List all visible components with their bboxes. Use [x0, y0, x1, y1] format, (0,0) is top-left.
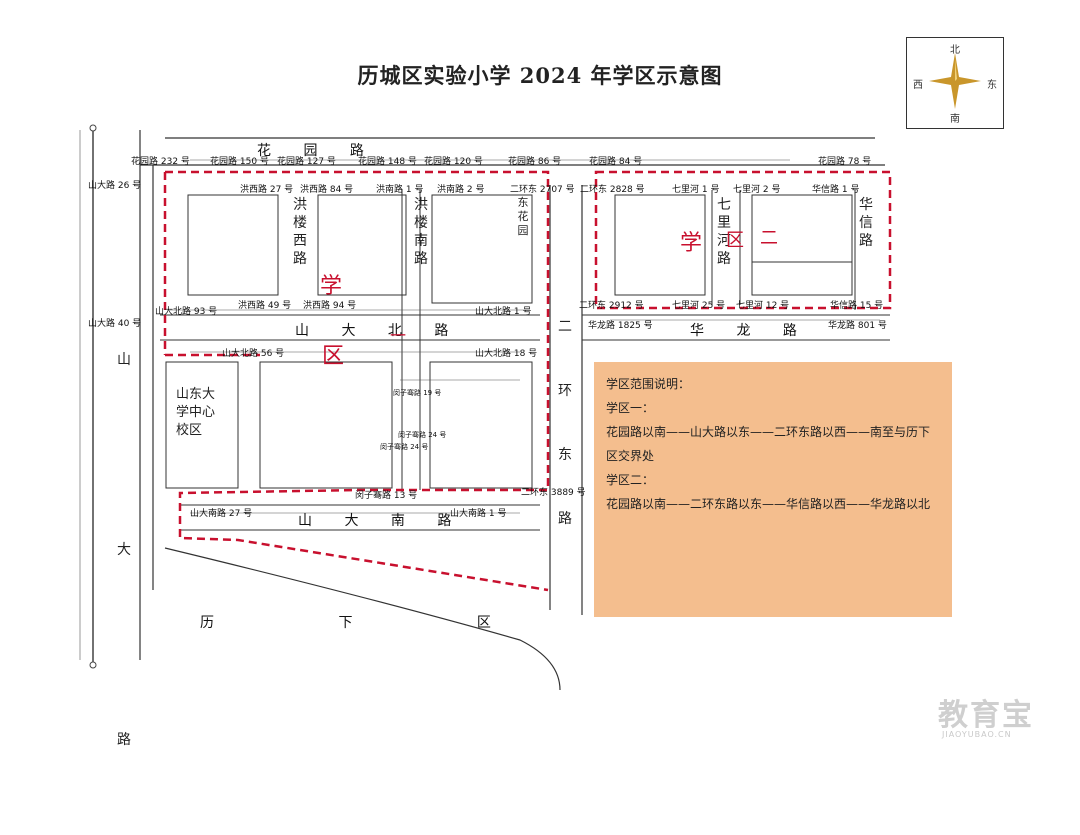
- zone2-xue-label: 学: [680, 231, 703, 256]
- road-number: 七里河 1 号: [672, 185, 720, 195]
- road-number: 山大路 26 号: [88, 181, 142, 191]
- compass-east: 东: [987, 80, 997, 91]
- road-number: 山大路 40 号: [88, 319, 142, 329]
- road-number: 华龙路 801 号: [828, 321, 887, 331]
- road-number: 二环东 2912 号: [579, 301, 644, 311]
- road-number: 花园路 120 号: [424, 157, 483, 167]
- road-number: 闵子骞路 24 号: [398, 431, 447, 439]
- road-number: 二环东 2707 号: [510, 185, 575, 195]
- donghuayuan-label: 东花园: [517, 196, 529, 237]
- zone2-er-label: 二: [760, 228, 778, 249]
- road-number: 花园路 86 号: [508, 157, 562, 167]
- road-number: 花园路 150 号: [210, 157, 269, 167]
- road-number: 闵子骞路 19 号: [393, 389, 442, 397]
- road-number: 洪西路 27 号: [240, 185, 294, 195]
- road-number: 花园路 148 号: [358, 157, 417, 167]
- compass-south: 南: [950, 114, 960, 125]
- shanda-north-road-label: 山 大 北 路: [295, 323, 463, 339]
- road-number: 山大南路 1 号: [450, 509, 507, 519]
- zone2-label: 学区二：: [606, 473, 655, 487]
- compass: 北 南 西 东: [906, 37, 1004, 129]
- zone1-yi-label: 一: [390, 326, 407, 345]
- road-number: 洪南路 1 号: [376, 185, 424, 195]
- zone1-xue-label: 学: [320, 274, 343, 299]
- road-number: 山大北路 56 号: [222, 349, 285, 359]
- road-number: 山大北路 1 号: [475, 307, 532, 317]
- road-number: 山大北路 93 号: [155, 307, 218, 317]
- page-title: 历城区实验小学 2024 年学区示意图: [357, 63, 723, 88]
- compass-north: 北: [950, 45, 960, 56]
- qilihe-road-label: 七里河路: [717, 197, 731, 267]
- lixia-district-label: 历 下 区: [200, 615, 551, 631]
- road-number: 七里河 2 号: [733, 185, 781, 195]
- road-number: 七里河 25 号: [672, 301, 726, 311]
- zone1-qu-label: 区: [322, 344, 345, 369]
- compass-star-icon: [929, 53, 981, 109]
- road-number: 闵子骞路 24 号: [380, 443, 429, 451]
- info-heading: 学区范围说明：: [606, 377, 691, 391]
- school-zone-description: 学区范围说明： 学区一： 花园路以南——山大路以东——二环东路以西——南至与历下…: [594, 362, 952, 617]
- zone2-qu-label: 区: [726, 230, 744, 251]
- road-number: 华信路 15 号: [830, 301, 884, 311]
- road-number: 二环东 3889 号: [521, 488, 586, 498]
- road-number: 二环东 2828 号: [580, 185, 645, 195]
- zone2-description: 花园路以南——二环东路以东——华信路以西——华龙路以北: [606, 497, 931, 511]
- zone1-label: 学区一：: [606, 401, 655, 415]
- road-number: 洪西路 94 号: [303, 301, 357, 311]
- shanda-south-road-label: 山 大 南 路: [298, 513, 466, 529]
- road-number: 花园路 127 号: [277, 157, 336, 167]
- road-number: 花园路 84 号: [589, 157, 643, 167]
- road-number: 洪西路 84 号: [300, 185, 354, 195]
- shandong-university-label: 山东大学中心校区: [176, 387, 216, 438]
- watermark-url: JIAOYUBAO.CN: [942, 730, 1012, 739]
- zone1-description: 花园路以南——山大路以东——二环东路以西——南至与历下区交界处: [606, 425, 931, 463]
- shanda-road-label: 山大路: [117, 352, 131, 748]
- huaxin-road-label: 华信路: [859, 197, 873, 249]
- road-number: 华龙路 1825 号: [588, 321, 653, 331]
- road-number: 华信路 1 号: [812, 185, 860, 195]
- road-number: 花园路 232 号: [131, 157, 190, 167]
- road-number: 闵子骞路 13 号: [355, 491, 418, 501]
- road-number: 七里河 12 号: [736, 301, 790, 311]
- road-number: 山大南路 27 号: [190, 509, 253, 519]
- compass-west: 西: [913, 80, 923, 91]
- honglou-south-road-label: 洪楼南路: [414, 197, 428, 267]
- road-number: 花园路 78 号: [818, 157, 872, 167]
- erhuan-east-road-label: 二环东路: [558, 319, 572, 527]
- road-number: 洪西路 49 号: [238, 301, 292, 311]
- hualong-road-label: 华 龙 路: [690, 323, 811, 339]
- watermark-logo: 教育宝: [938, 698, 1034, 733]
- road-number: 山大北路 18 号: [475, 349, 538, 359]
- huayuan-road-label: 花 园 路: [257, 143, 378, 159]
- map-lines: [79, 124, 892, 691]
- road-number: 洪南路 2 号: [437, 185, 485, 195]
- honglou-west-road-label: 洪楼西路: [293, 197, 307, 267]
